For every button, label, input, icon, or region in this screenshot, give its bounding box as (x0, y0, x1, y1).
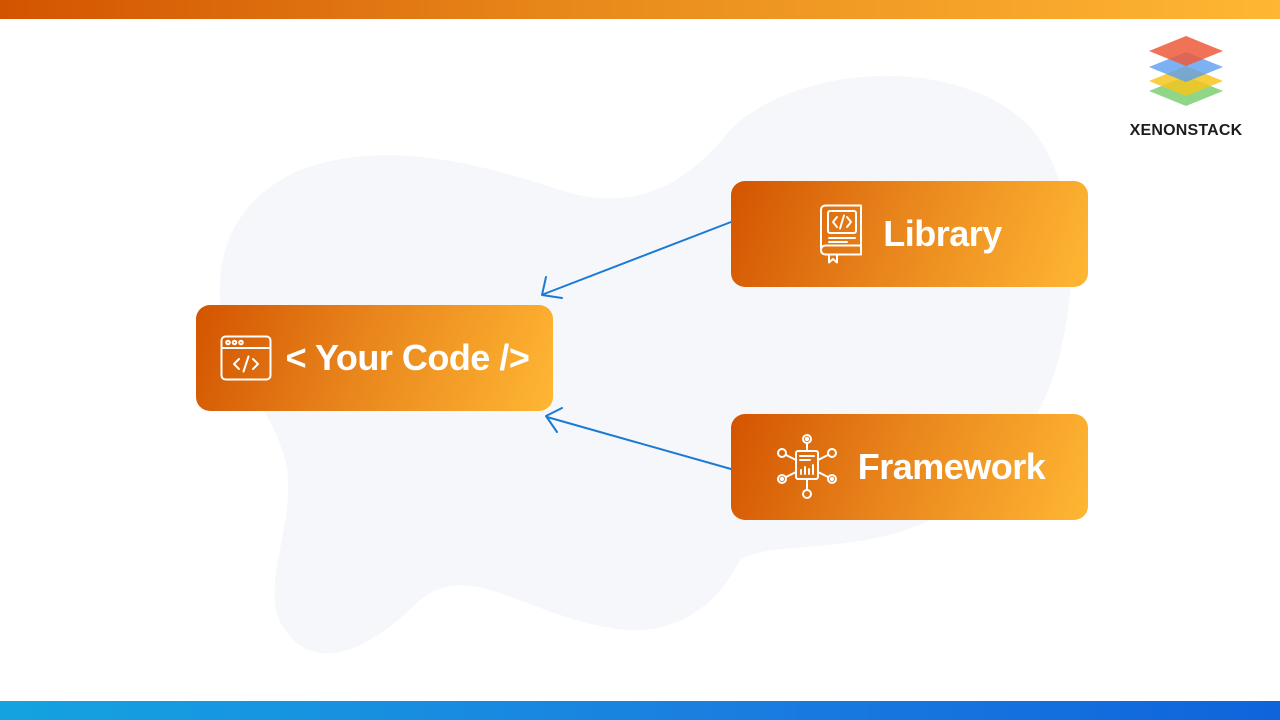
your-code-label: < Your Code /> (285, 337, 530, 378)
layered-stack-icon (1149, 36, 1223, 106)
brand-logo: XENONSTACK (1118, 34, 1254, 144)
arrow-library-to-code (541, 221, 732, 299)
brand-name: XENONSTACK (1129, 122, 1243, 139)
framework-node: Framework (731, 414, 1088, 520)
bottom-accent-bar (0, 701, 1280, 720)
top-accent-bar (0, 0, 1280, 19)
library-label: Library (883, 213, 1002, 254)
browser-code-window-icon (220, 335, 272, 381)
library-node: Library (731, 181, 1088, 287)
framework-label: Framework (857, 446, 1046, 487)
arrow-framework-to-code (545, 407, 732, 470)
circuit-chip-icon (774, 434, 840, 500)
code-book-icon (817, 204, 865, 264)
your-code-node: < Your Code /> (196, 305, 553, 411)
